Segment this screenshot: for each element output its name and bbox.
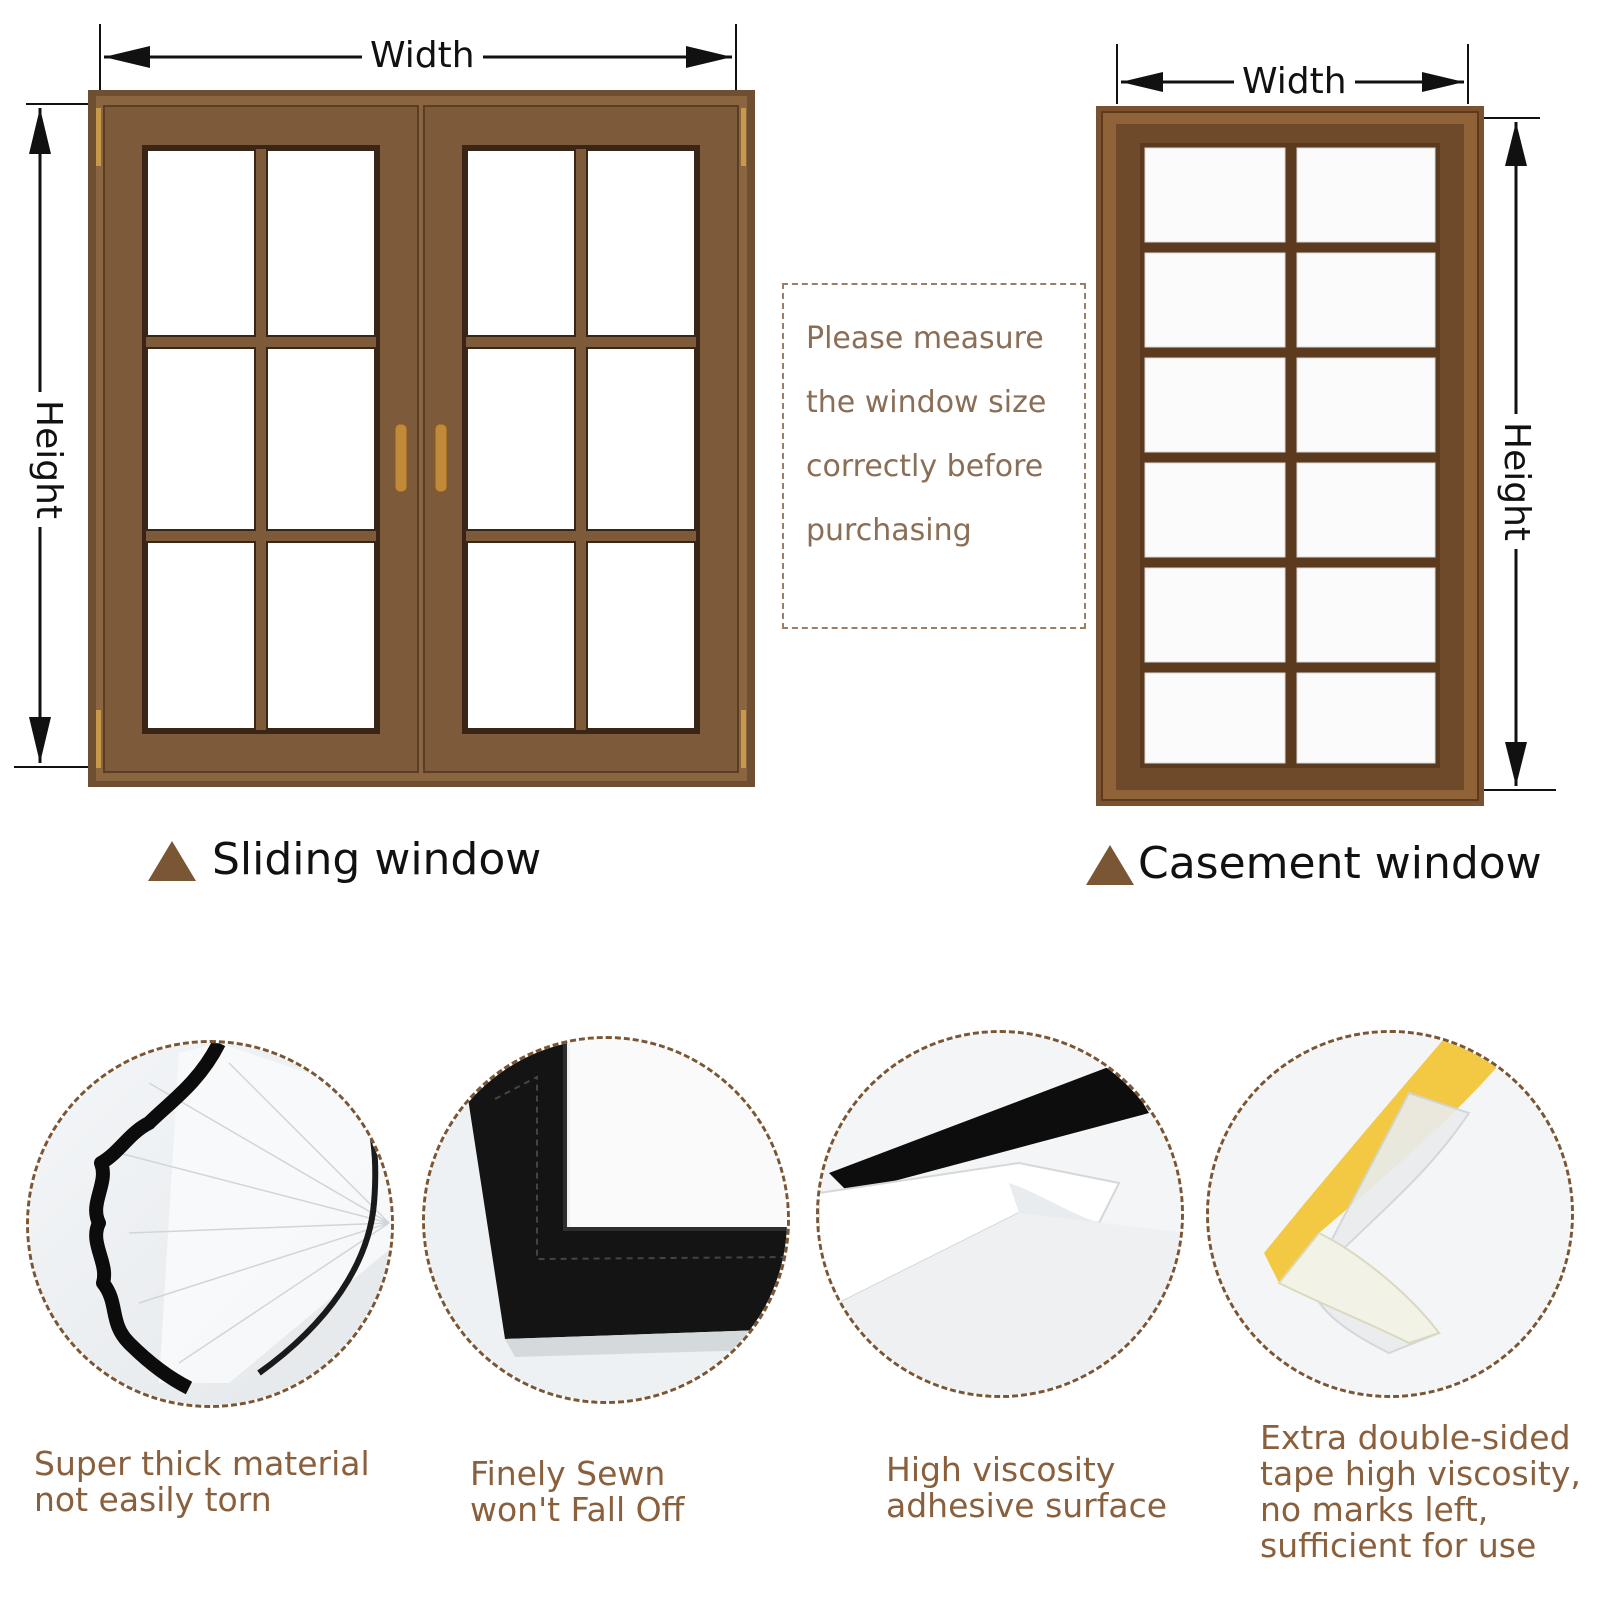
feature-line: tape high viscosity, bbox=[1260, 1454, 1581, 1493]
feature-line: not easily torn bbox=[34, 1480, 272, 1519]
feature-line: Extra double-sided bbox=[1260, 1418, 1571, 1457]
casement-height-label: Height bbox=[1496, 414, 1537, 550]
triangle-bullet-icon bbox=[1086, 845, 1134, 885]
feature-line: adhesive surface bbox=[886, 1486, 1168, 1525]
feature-line: High viscosity bbox=[886, 1450, 1116, 1489]
note-line: Please measure bbox=[806, 321, 1044, 356]
feature-line: Finely Sewn bbox=[470, 1454, 666, 1493]
window-illustrations bbox=[14, 24, 1556, 806]
triangle-bullet-icon bbox=[148, 841, 196, 881]
feature-image-thick-material bbox=[26, 1040, 394, 1408]
feature-line: won't Fall Off bbox=[470, 1490, 685, 1529]
sliding-window-hinges bbox=[96, 108, 746, 768]
measure-note-box: Please measure the window size correctly… bbox=[782, 283, 1086, 629]
sliding-width-label: Width bbox=[362, 38, 483, 74]
feature-text-adhesive: High viscosity adhesive surface bbox=[886, 1452, 1167, 1524]
feature-image-tape bbox=[1206, 1030, 1574, 1398]
sliding-window-handles bbox=[394, 423, 448, 493]
casement-width-label: Width bbox=[1234, 64, 1355, 100]
feature-line: no marks left, bbox=[1260, 1490, 1489, 1529]
feature-text-tape: Extra double-sided tape high viscosity, … bbox=[1260, 1420, 1581, 1564]
sliding-window-caption: Sliding window bbox=[212, 834, 542, 885]
sliding-height-label: Height bbox=[28, 392, 69, 528]
feature-text-sewn: Finely Sewn won't Fall Off bbox=[470, 1456, 684, 1528]
feature-text-thick-material: Super thick material not easily torn bbox=[34, 1446, 370, 1518]
feature-line: Super thick material bbox=[34, 1444, 370, 1483]
note-line: the window size bbox=[806, 385, 1047, 420]
casement-window-panes bbox=[1144, 147, 1436, 764]
feature-image-sewn-edge bbox=[422, 1036, 790, 1404]
sliding-window-muntins bbox=[146, 149, 696, 730]
note-line: correctly before bbox=[806, 449, 1044, 484]
sliding-window-panes bbox=[148, 151, 694, 728]
casement-window-caption: Casement window bbox=[1138, 838, 1542, 889]
note-line: purchasing bbox=[806, 513, 972, 548]
feature-line: sufficient for use bbox=[1260, 1526, 1537, 1565]
feature-image-adhesive bbox=[816, 1030, 1184, 1398]
